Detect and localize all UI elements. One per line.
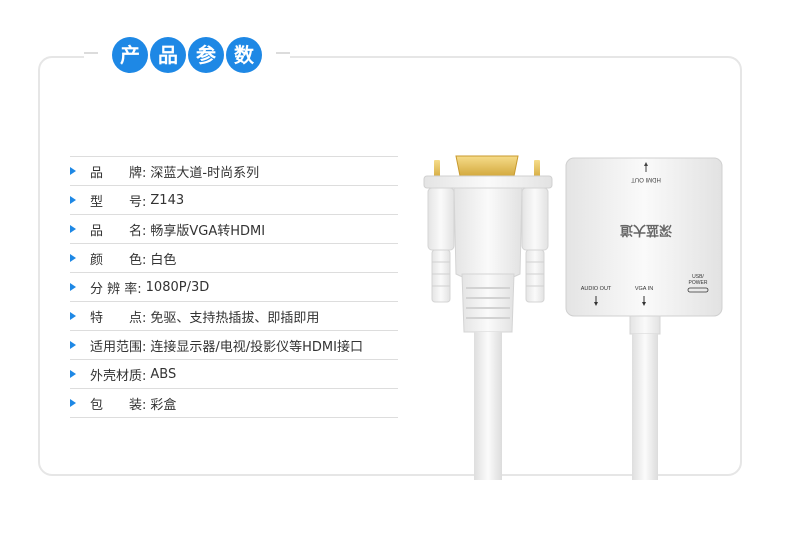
spec-label: 特 点:: [90, 310, 147, 326]
adapter-box: HDMI OUT 深蓝大道 AUDIO OUT VGA IN USB/ POWE…: [565, 157, 723, 480]
heading-title: 产 品 参 数: [112, 37, 262, 73]
heading-char: 品: [150, 37, 186, 73]
bullet-arrow-icon: [70, 283, 76, 291]
spec-list: 品 牌: 深蓝大道-时尚系列 型 号: Z143 品 名: 畅享版VGA转HDM…: [70, 156, 398, 418]
spec-value: 连接显示器/电视/投影仪等HDMI接口: [150, 339, 363, 355]
spec-label: 分 辨 率:: [90, 281, 142, 297]
spec-value: 1080P/3D: [145, 279, 210, 295]
bullet-arrow-icon: [70, 312, 76, 320]
spec-value: 免驱、支持热插拔、即插即用: [150, 310, 320, 326]
heading-char: 数: [226, 37, 262, 73]
spec-row-product-name: 品 名: 畅享版VGA转HDMI: [70, 215, 398, 244]
bullet-arrow-icon: [70, 370, 76, 378]
hdmi-out-label: HDMI OUT: [631, 176, 661, 182]
bullet-arrow-icon: [70, 196, 76, 204]
spec-row-brand: 品 牌: 深蓝大道-时尚系列: [70, 156, 398, 186]
bullet-arrow-icon: [70, 167, 76, 175]
spec-label: 外壳材质:: [90, 368, 147, 384]
spec-value: 畅享版VGA转HDMI: [150, 223, 266, 239]
spec-value: Z143: [150, 192, 185, 208]
power-label: POWER: [689, 280, 708, 286]
audio-out-label: AUDIO OUT: [581, 286, 612, 292]
heading-char: 参: [188, 37, 224, 73]
usb-label: USB/: [692, 274, 704, 280]
brand-logo: 深蓝大道: [620, 222, 672, 238]
spec-value: 深蓝大道-时尚系列: [150, 165, 260, 181]
spec-row-color: 颜 色: 白色: [70, 244, 398, 273]
bullet-arrow-icon: [70, 399, 76, 407]
bullet-arrow-icon: [70, 341, 76, 349]
heading-divider-left: [84, 52, 98, 54]
spec-value: 彩盒: [150, 397, 177, 413]
spec-value: ABS: [150, 366, 177, 382]
vga-in-label: VGA IN: [635, 286, 653, 292]
heading-divider-right: [276, 52, 290, 54]
spec-row-resolution: 分 辨 率: 1080P/3D: [70, 273, 398, 302]
spec-value: 白色: [150, 252, 177, 268]
section-heading: 产 品 参 数: [84, 34, 290, 76]
spec-label: 适用范围:: [90, 339, 147, 355]
spec-row-packaging: 包 装: 彩盒: [70, 389, 398, 418]
bullet-arrow-icon: [70, 225, 76, 233]
spec-row-model: 型 号: Z143: [70, 186, 398, 215]
vga-to-hdmi-adapter-image: HDMI OUT 深蓝大道 AUDIO OUT VGA IN USB/ POWE…: [423, 155, 723, 480]
spec-row-applicable-range: 适用范围: 连接显示器/电视/投影仪等HDMI接口: [70, 331, 398, 360]
spec-label: 品 牌:: [90, 165, 147, 181]
spec-row-features: 特 点: 免驱、支持热插拔、即插即用: [70, 302, 398, 331]
spec-label: 型 号:: [90, 194, 147, 210]
spec-label: 品 名:: [90, 223, 147, 239]
vga-connector: [423, 155, 553, 480]
heading-char: 产: [112, 37, 148, 73]
spec-row-shell-material: 外壳材质: ABS: [70, 360, 398, 389]
spec-label: 颜 色:: [90, 252, 147, 268]
bullet-arrow-icon: [70, 254, 76, 262]
spec-label: 包 装:: [90, 397, 147, 413]
